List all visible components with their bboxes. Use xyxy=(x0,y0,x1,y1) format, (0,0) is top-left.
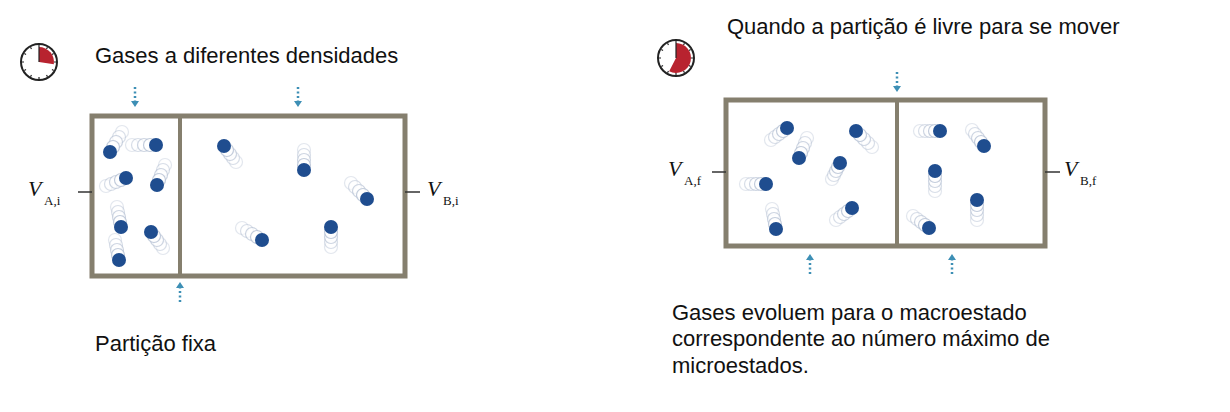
marker-arrow xyxy=(131,87,139,107)
volume-symbol: V xyxy=(28,176,41,202)
partition xyxy=(895,100,899,246)
volume-subscript: B,f xyxy=(1080,173,1096,189)
volume-subscript: A,f xyxy=(684,173,701,189)
molecule xyxy=(297,163,311,177)
molecule xyxy=(114,220,128,234)
molecule xyxy=(149,138,163,152)
molecules xyxy=(100,121,992,267)
molecule xyxy=(845,201,859,215)
molecule xyxy=(103,145,117,159)
clock-icon xyxy=(21,44,57,80)
molecule xyxy=(360,192,374,206)
marker-arrow xyxy=(806,254,814,274)
marker-arrow xyxy=(294,87,302,107)
molecule xyxy=(150,178,164,192)
molecule xyxy=(922,221,936,235)
molecule xyxy=(144,225,158,239)
volume-symbol: V xyxy=(427,176,440,202)
molecule xyxy=(933,124,947,138)
caption: Gases evoluem para o macroestado corresp… xyxy=(672,300,1102,379)
molecule xyxy=(112,253,126,267)
molecule xyxy=(759,177,773,191)
molecule xyxy=(324,220,338,234)
marker-arrow xyxy=(893,72,901,92)
tick-line xyxy=(78,191,92,193)
molecule xyxy=(977,139,991,153)
molecule xyxy=(780,121,794,135)
volume-subscript: A,i xyxy=(44,193,60,209)
partition xyxy=(178,116,182,276)
container xyxy=(92,116,405,276)
panel-title: Quando a partição é livre para se mover xyxy=(727,14,1120,40)
molecule xyxy=(792,151,806,165)
volume-symbol: V xyxy=(668,156,681,182)
molecule xyxy=(217,139,231,153)
molecule xyxy=(849,124,863,138)
panel-title: Gases a diferentes densidades xyxy=(95,43,398,69)
marker-arrow xyxy=(176,282,184,302)
container xyxy=(726,100,1045,246)
tick-line xyxy=(405,191,420,193)
volume-symbol: V xyxy=(1064,156,1077,182)
molecule xyxy=(119,171,133,185)
molecule xyxy=(255,233,269,247)
marker-arrow xyxy=(948,254,956,274)
clock-icon xyxy=(658,40,694,76)
molecule xyxy=(833,156,847,170)
molecule xyxy=(769,222,783,236)
molecule xyxy=(970,193,984,207)
molecule xyxy=(928,164,942,178)
tick-line xyxy=(1045,171,1060,173)
volume-subscript: B,i xyxy=(443,193,459,209)
caption: Partição fixa xyxy=(95,331,216,357)
tick-line xyxy=(712,171,726,173)
